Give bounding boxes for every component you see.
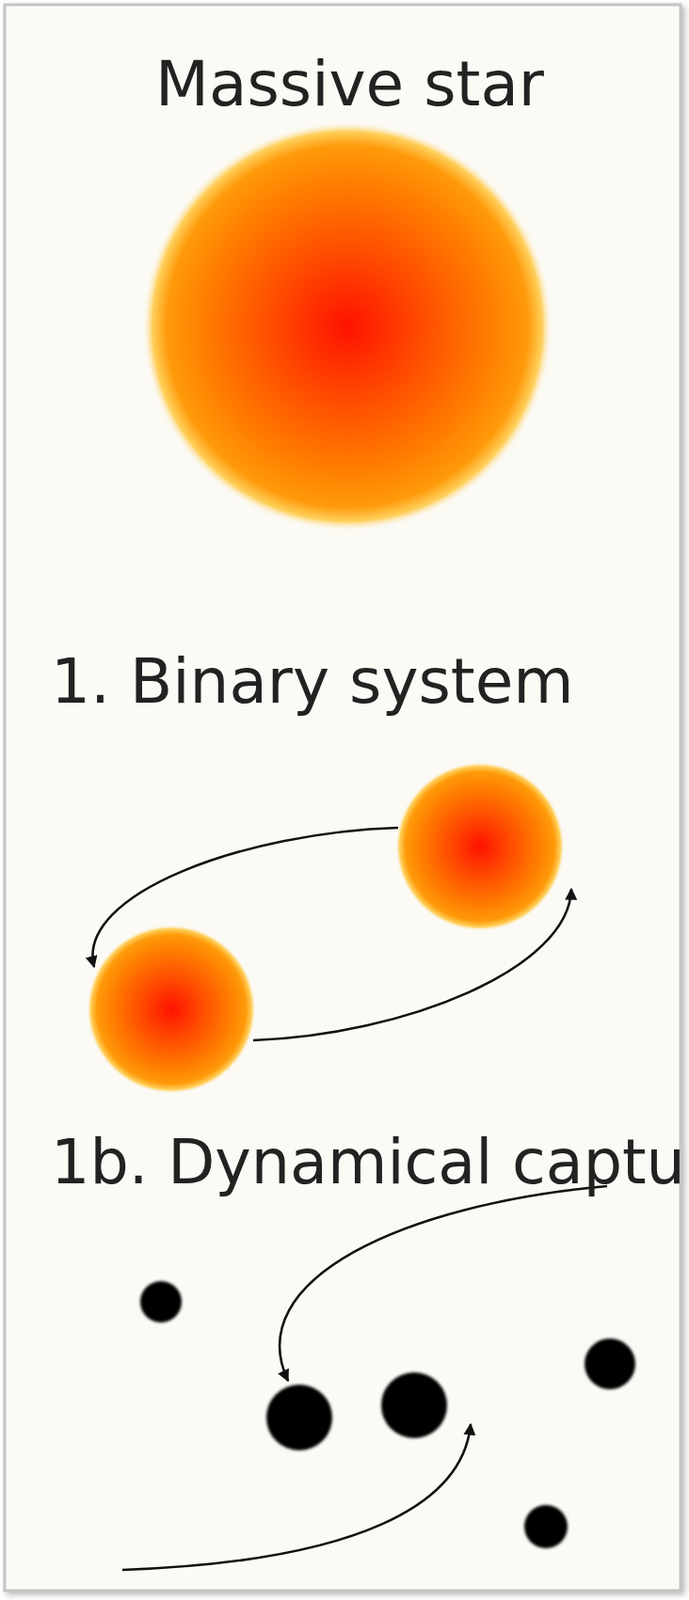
- section-heading: 1b. Dynamical captu: [50, 1126, 686, 1201]
- binary-star: [86, 925, 257, 1095]
- black-hole: [266, 1385, 333, 1452]
- orbit-arrow: [92, 828, 399, 968]
- section-heading: 1. Binary system: [50, 644, 575, 720]
- binary-star: [395, 762, 565, 932]
- black-hole: [140, 1281, 182, 1324]
- star-heading: Massive star: [155, 47, 545, 122]
- capture-arrow: [279, 1186, 608, 1382]
- frame: [4, 4, 681, 1592]
- orbit-arrow: [253, 889, 572, 1042]
- black-hole: [584, 1339, 636, 1391]
- capture-arrow: [122, 1425, 471, 1571]
- black-hole: [524, 1506, 568, 1550]
- massive-star: [142, 121, 553, 532]
- black-hole: [381, 1373, 448, 1440]
